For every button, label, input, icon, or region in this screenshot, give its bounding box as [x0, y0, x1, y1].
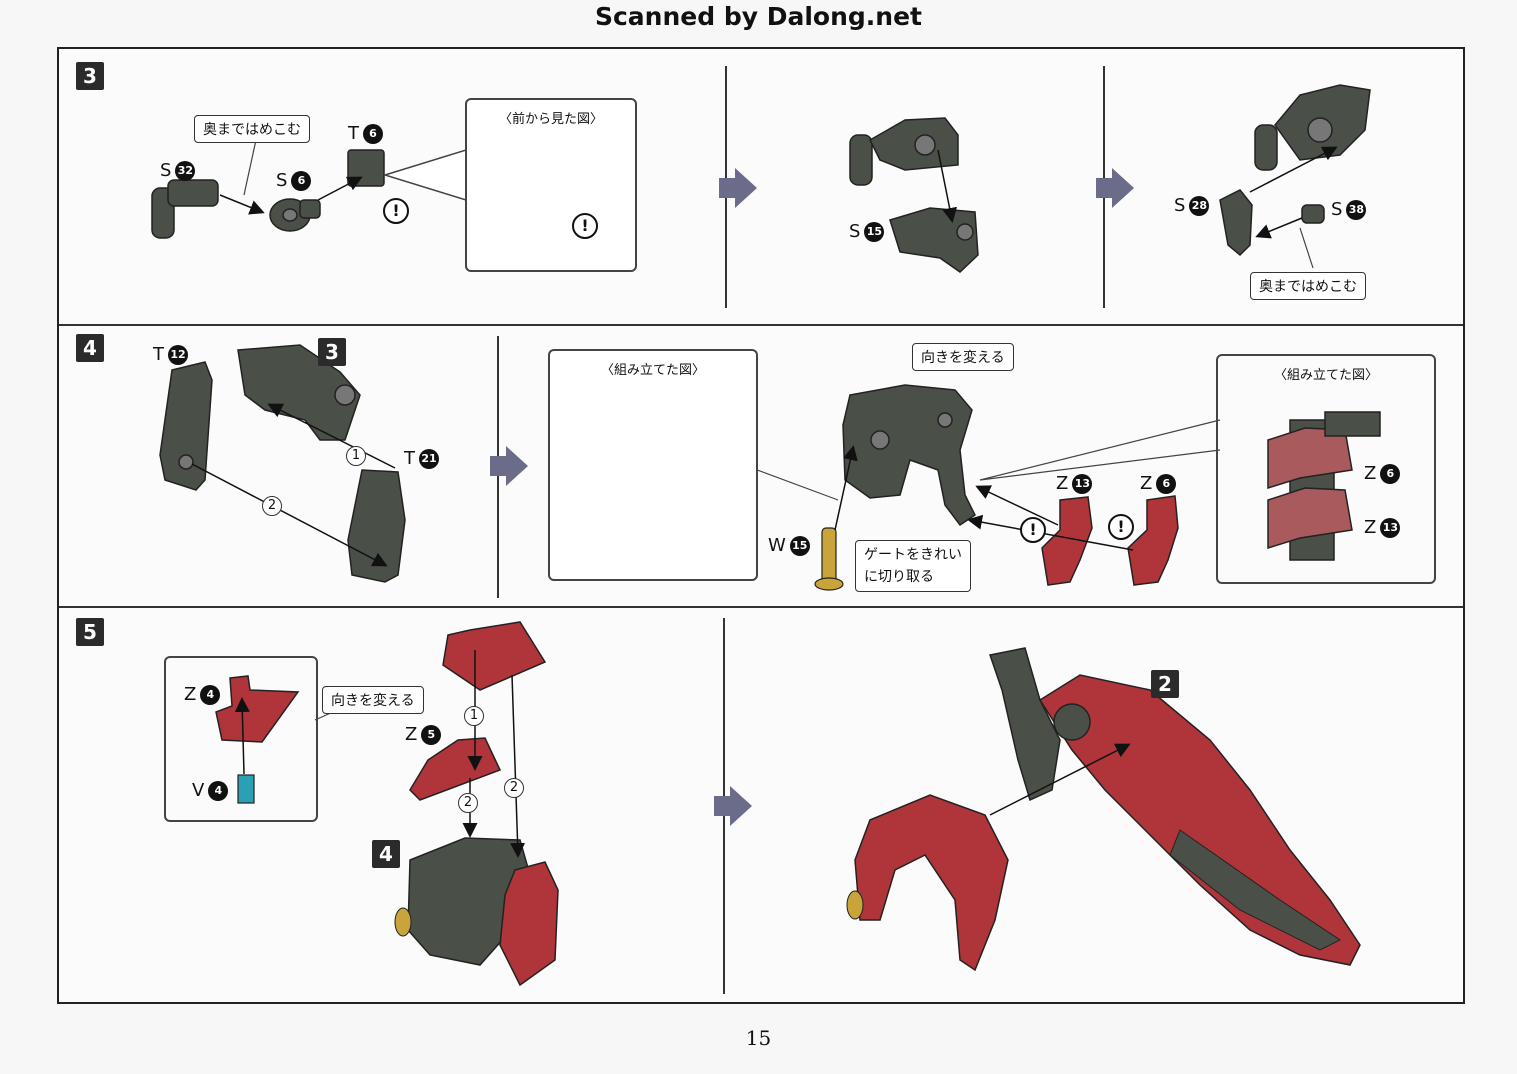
warning-icon: !: [1108, 514, 1134, 540]
part-t6-illustration: [347, 149, 385, 187]
front-view-inset-title: 〈前から見た図〉: [498, 112, 603, 127]
part-t21-illustration: [347, 469, 406, 583]
gate-note-line1: ゲートをきれい: [864, 547, 962, 563]
scan-watermark-title: Scanned by Dalong.net: [594, 2, 922, 31]
step3-callout-push-in-right: 奥まではめこむ: [1250, 272, 1366, 300]
next-step-arrow-icon: [714, 786, 752, 826]
subassembly-2-badge: 2: [1151, 670, 1179, 698]
order-1-marker: 1: [464, 706, 484, 726]
gate-note-line2: に切り取る: [864, 569, 934, 585]
step4-callout-gate: ゲートをきれい に切り取る: [855, 540, 971, 592]
assembly-3a-illustration: [849, 117, 979, 273]
part-z4-illustration: [215, 675, 300, 743]
step3-callout-push-in-left: 奥まではめこむ: [194, 115, 310, 143]
assembled-view-inset-right-title: 〈組み立てた図〉: [1273, 368, 1378, 383]
part-w15-illustration: [814, 527, 844, 591]
step-3-badge: 3: [76, 62, 104, 90]
part-v4-illustration: [237, 774, 255, 804]
assembled-view-inset-right: 〈組み立てた図〉: [1216, 354, 1436, 584]
next-step-arrow-icon: [719, 168, 757, 208]
warning-icon: !: [1020, 517, 1046, 543]
final-assembly-illustration: [846, 647, 1361, 972]
assembly-3b-illustration: [1219, 84, 1371, 257]
sub-assembly-inset: [164, 656, 318, 822]
order-2-marker: 2: [262, 496, 282, 516]
divider-step4-step5: [59, 606, 1463, 608]
page-number: 15: [745, 1026, 772, 1050]
divider-step3-step4: [59, 324, 1463, 326]
part-s6-illustration: [269, 198, 321, 232]
next-step-arrow-icon: [1096, 168, 1134, 208]
part-red-upper-illustration: [442, 621, 547, 691]
subassembly-4-badge: 4: [372, 840, 400, 868]
warning-icon: !: [572, 213, 598, 239]
part-z6-illustration: [1127, 495, 1179, 586]
step-5-badge: 5: [76, 618, 104, 646]
assembled-armor-illustration: [1267, 411, 1381, 561]
order-2-marker: 2: [504, 778, 524, 798]
step4-main-assembly-illustration: [842, 384, 976, 527]
part-s32-illustration: [151, 179, 219, 239]
order-1-marker: 1: [346, 446, 366, 466]
assembled-view-inset-left: 〈組み立てた図〉: [548, 349, 758, 581]
part-3-subassembly-illustration: [237, 344, 361, 441]
step-4-badge: 4: [76, 334, 104, 362]
front-view-inset: 〈前から見た図〉: [465, 98, 637, 272]
part-t12-illustration: [159, 361, 213, 491]
part-z5-illustration: [409, 737, 502, 801]
assembled-view-inset-left-title: 〈組み立てた図〉: [600, 363, 705, 378]
subassembly-3-badge: 3: [318, 338, 346, 366]
order-2-marker: 2: [458, 793, 478, 813]
step5-arm-illustration: [394, 837, 559, 987]
warning-icon: !: [383, 198, 409, 224]
next-step-arrow-icon: [490, 446, 528, 486]
step4-callout-turn: 向きを変える: [912, 343, 1014, 371]
step5-callout-turn: 向きを変える: [322, 686, 424, 714]
